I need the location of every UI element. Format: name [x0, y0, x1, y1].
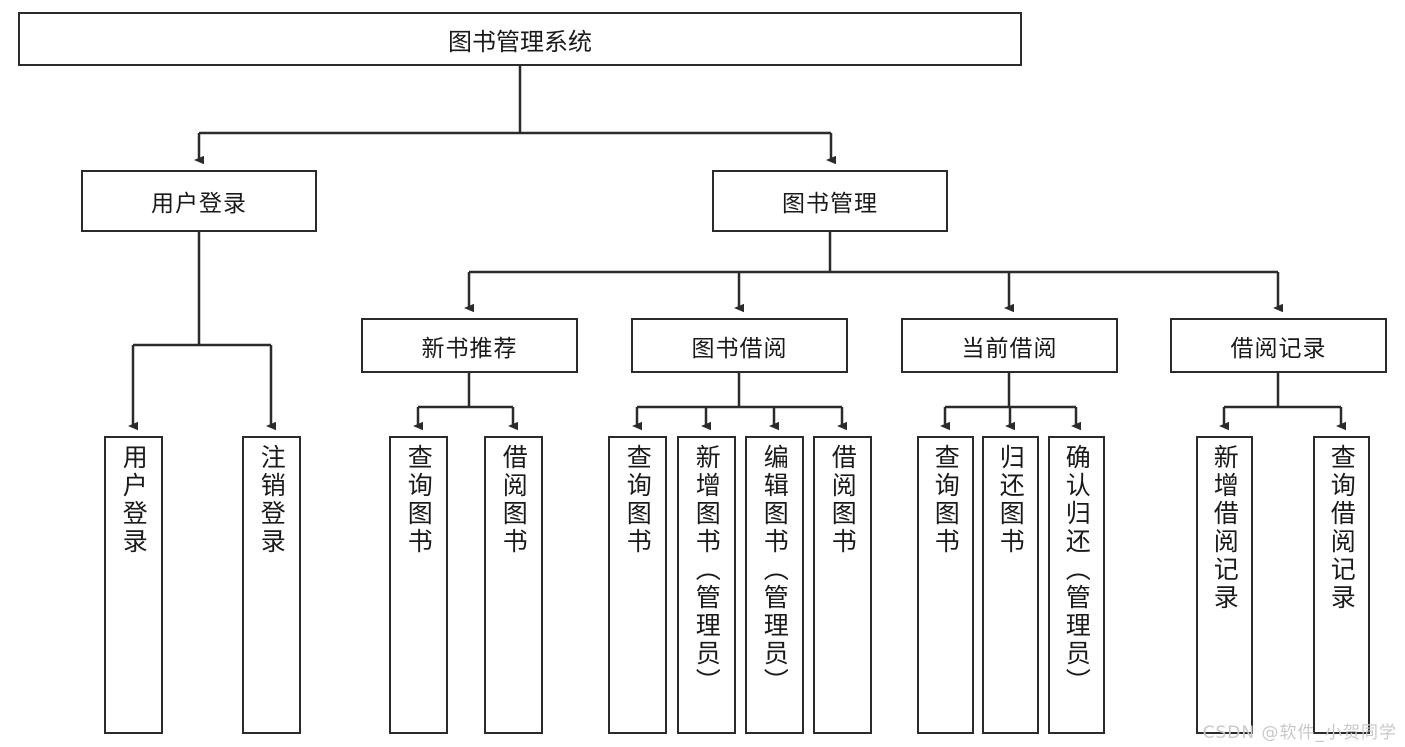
node-leaf-query-book-2-label: 查询图书	[623, 444, 653, 556]
node-book-manage[interactable]: 图书管理	[712, 170, 948, 232]
node-leaf-query-book-1-label: 查询图书	[404, 444, 434, 556]
node-leaf-borrow-book-2[interactable]: 借阅图书	[813, 436, 872, 734]
node-new-book-recommend[interactable]: 新书推荐	[361, 318, 578, 373]
node-leaf-add-borrow-record[interactable]: 新增借阅记录	[1196, 436, 1253, 734]
node-book-borrow-label: 图书借阅	[691, 335, 788, 362]
node-leaf-confirm-return-label: 确认归还（管理员）	[1062, 444, 1092, 696]
node-leaf-query-borrow-record[interactable]: 查询借阅记录	[1313, 436, 1370, 734]
node-current-borrow[interactable]: 当前借阅	[901, 318, 1118, 373]
node-book-borrow[interactable]: 图书借阅	[631, 318, 848, 373]
node-leaf-return-book[interactable]: 归还图书	[982, 436, 1039, 734]
node-book-manage-label: 图书管理	[782, 191, 878, 217]
node-leaf-borrow-book-2-label: 借阅图书	[828, 444, 858, 556]
node-leaf-query-book-3[interactable]: 查询图书	[917, 436, 974, 734]
node-leaf-query-book-3-label: 查询图书	[931, 444, 961, 556]
node-leaf-edit-book[interactable]: 编辑图书（管理员）	[745, 436, 804, 734]
node-leaf-logout-login-label: 注销登录	[257, 444, 287, 556]
node-leaf-borrow-book-1-label: 借阅图书	[499, 444, 529, 556]
node-current-borrow-label: 当前借阅	[961, 335, 1058, 362]
node-leaf-borrow-book-1[interactable]: 借阅图书	[484, 436, 543, 734]
node-root[interactable]: 图书管理系统	[18, 12, 1022, 66]
node-leaf-query-borrow-record-label: 查询借阅记录	[1327, 444, 1357, 612]
node-borrow-record[interactable]: 借阅记录	[1170, 318, 1387, 373]
node-leaf-user-login[interactable]: 用户登录	[104, 436, 163, 734]
node-user-login[interactable]: 用户登录	[81, 170, 317, 232]
node-root-label: 图书管理系统	[448, 27, 592, 56]
node-user-login-label: 用户登录	[151, 191, 247, 217]
node-leaf-logout-login[interactable]: 注销登录	[242, 436, 301, 734]
node-leaf-return-book-label: 归还图书	[996, 444, 1026, 556]
node-leaf-query-book-1[interactable]: 查询图书	[389, 436, 448, 734]
node-leaf-edit-book-label: 编辑图书（管理员）	[760, 444, 790, 696]
node-borrow-record-label: 借阅记录	[1230, 335, 1327, 362]
node-new-book-recommend-label: 新书推荐	[421, 335, 518, 362]
node-leaf-add-book-label: 新增图书（管理员）	[692, 444, 722, 696]
node-leaf-user-login-label: 用户登录	[119, 444, 149, 556]
node-leaf-add-book[interactable]: 新增图书（管理员）	[677, 436, 736, 734]
node-leaf-query-book-2[interactable]: 查询图书	[608, 436, 667, 734]
node-leaf-confirm-return[interactable]: 确认归还（管理员）	[1048, 436, 1105, 734]
node-leaf-add-borrow-record-label: 新增借阅记录	[1210, 444, 1240, 612]
